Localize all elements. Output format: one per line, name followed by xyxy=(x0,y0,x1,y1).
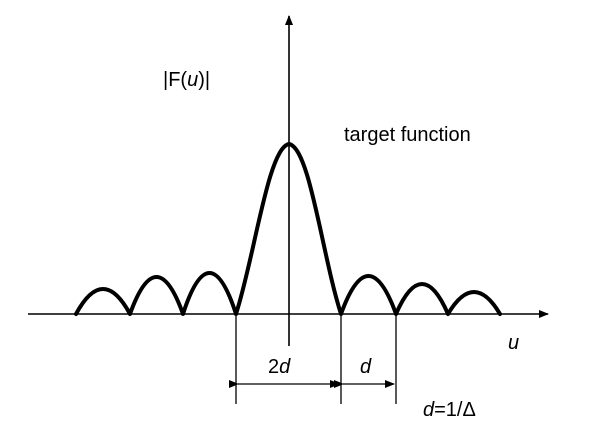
main-lobe-width-variable: d xyxy=(279,356,291,378)
main-lobe-width-coefficient: 2 xyxy=(268,356,279,378)
target-function-label: target function xyxy=(344,124,471,146)
relation-label: d=1/Δ xyxy=(423,399,476,421)
magnitude-axis-label: |F(u)| xyxy=(163,69,210,91)
u-axis-label: u xyxy=(508,332,519,354)
target-function-curve xyxy=(74,142,502,316)
ylabel-variable: u xyxy=(187,69,198,91)
main-lobe-width-label: 2d xyxy=(268,356,291,378)
relation-variable: d xyxy=(423,399,435,421)
ylabel-prefix: |F( xyxy=(163,69,187,91)
ylabel-suffix: )| xyxy=(198,69,210,91)
relation-expression: =1/Δ xyxy=(434,399,476,421)
side-lobe-width-label: d xyxy=(360,356,372,378)
